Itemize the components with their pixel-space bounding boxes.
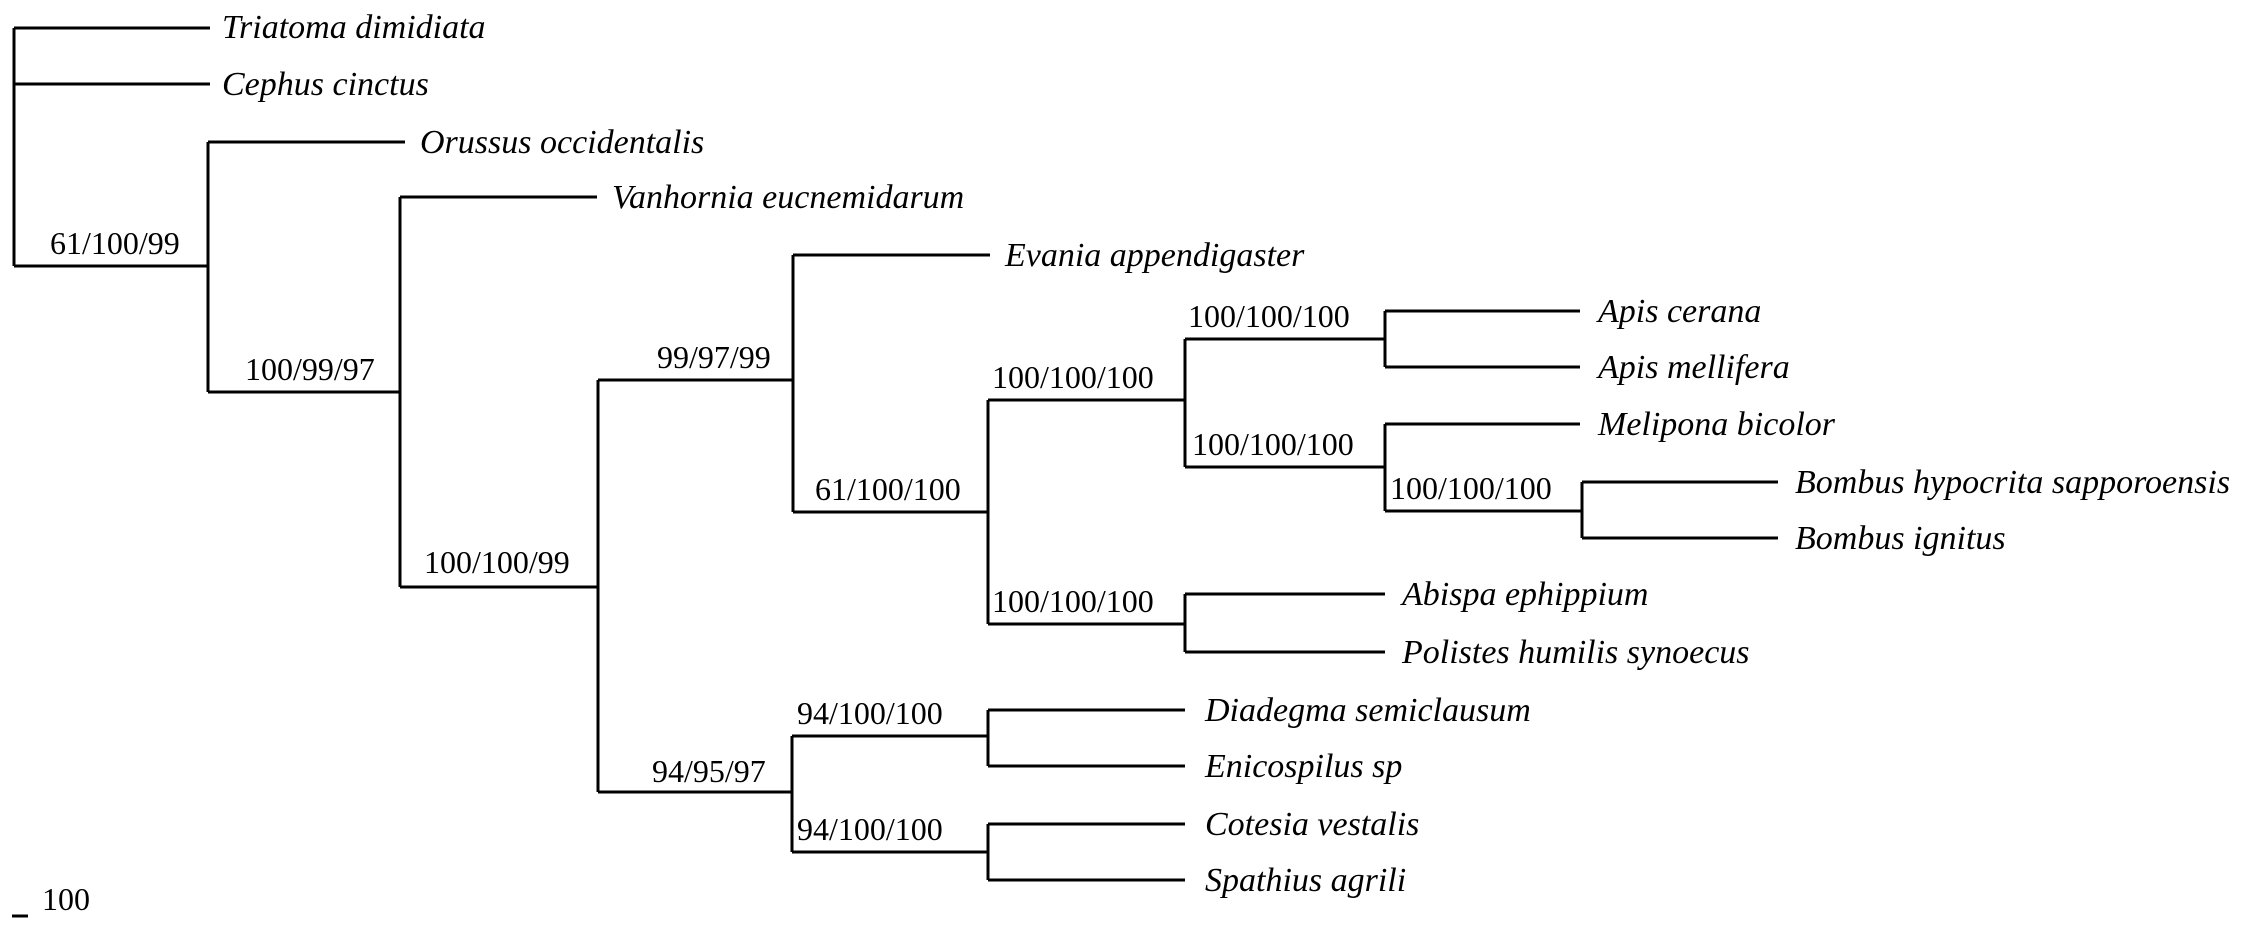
- support-value: 94/100/100: [797, 695, 943, 731]
- taxon-label: Melipona bicolor: [1597, 406, 1836, 443]
- support-values-extra: 94/100/100: [797, 811, 943, 847]
- support-value: 94/95/97: [652, 753, 766, 789]
- support-value: 100/100/99: [424, 544, 570, 580]
- branch-node-k: [598, 736, 794, 852]
- branch-node-a: [14, 140, 405, 392]
- support-value: 94/100/100: [797, 811, 943, 847]
- support-value: 100/100/100: [992, 583, 1154, 619]
- branch-node-m: [792, 822, 1185, 882]
- taxon-label: Abispa ephippium: [1400, 576, 1648, 613]
- branch-node-l: [792, 708, 1185, 768]
- taxon-label: Vanhornia eucnemidarum: [612, 179, 964, 216]
- branch-node-b: [208, 195, 597, 587]
- support-value: 61/100/100: [815, 471, 961, 507]
- support-value: 100/100/100: [1390, 470, 1552, 506]
- support-value: 100/100/100: [1188, 298, 1350, 334]
- taxon-label: Enicospilus sp: [1204, 748, 1402, 785]
- support-value: 100/100/100: [992, 359, 1154, 395]
- taxon-label: Evania appendigaster: [1004, 237, 1305, 274]
- support-value: 100/100/100: [1192, 426, 1354, 462]
- tree-branches: [12, 26, 1778, 882]
- branch-node-e: [793, 400, 990, 624]
- taxon-label: Diadegma semiclausum: [1204, 692, 1531, 729]
- branch-node-d: [598, 253, 990, 512]
- taxon-label: Bombus hypocrita sapporoensis: [1795, 464, 2230, 501]
- taxon-label: Apis cerana: [1596, 293, 1761, 330]
- branch-node-h: [1185, 422, 1580, 511]
- taxon-labels: Triatoma dimidiata Cephus cinctus Orussu…: [222, 9, 2230, 899]
- branch-node-i: [1385, 480, 1778, 540]
- branch-root: [12, 26, 210, 266]
- taxon-label: Polistes humilis synoecus: [1401, 634, 1750, 671]
- taxon-label: Spathius agrili: [1205, 862, 1406, 899]
- support-value: 61/100/99: [50, 225, 180, 261]
- taxon-label: Cephus cinctus: [222, 66, 429, 103]
- scale-bar: 100: [12, 881, 90, 918]
- support-values: 61/100/99 100/99/97 100/100/99 99/97/99 …: [50, 225, 1552, 789]
- taxon-label: Apis mellifera: [1596, 349, 1790, 386]
- support-value: 99/97/99: [657, 339, 771, 375]
- taxon-label: Cotesia vestalis: [1205, 806, 1419, 843]
- taxon-label: Triatoma dimidiata: [222, 9, 486, 46]
- branch-node-f: [988, 339, 1187, 467]
- branch-node-j: [988, 592, 1385, 654]
- branch-node-c: [400, 380, 600, 792]
- branch-node-g: [1185, 309, 1580, 369]
- support-value: 100/99/97: [245, 351, 375, 387]
- taxon-label: Orussus occidentalis: [420, 124, 704, 161]
- scale-bar-label: 100: [42, 881, 90, 917]
- taxon-label: Bombus ignitus: [1795, 520, 2006, 557]
